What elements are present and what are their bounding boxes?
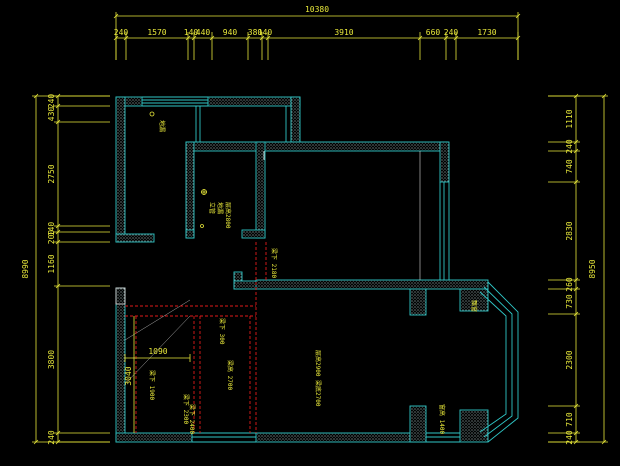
top-segment-label: 140: [184, 28, 199, 37]
right-segment-label: 240: [565, 139, 574, 154]
left-segment-label: 200: [47, 230, 56, 245]
bath-note-a: 立管: [208, 202, 216, 214]
living-height: 层高2900 梁底2700: [314, 350, 322, 407]
top-segment-label: 140: [258, 28, 273, 37]
column-d: [459, 409, 489, 443]
inner-dim-3040: 3040: [124, 366, 133, 385]
wall-bath-left: [185, 141, 195, 239]
top-segment-label: 240: [114, 28, 129, 37]
left-segment-label: 430: [47, 107, 56, 122]
left-segment-label: 240: [47, 430, 56, 445]
left-segment-label: 2750: [47, 164, 56, 183]
windows: [142, 96, 519, 443]
right-segment-labels: 1110 240 740 2830 260 730 2300 710 240: [565, 109, 574, 445]
wall-top-left-b: [207, 96, 301, 107]
top-segment-label: 240: [444, 28, 459, 37]
wall-bottom-a: [115, 432, 193, 443]
right-segment-label: 2830: [565, 221, 574, 240]
door-jamb-left: [115, 287, 126, 305]
wall-bottom-b: [255, 432, 427, 443]
right-segment-label: 260: [565, 277, 574, 292]
right-segment-label: 1110: [565, 109, 574, 128]
top-segment-label: 380: [248, 28, 263, 37]
wall-left-upper: [115, 96, 126, 243]
column-a: [409, 288, 427, 316]
left-segment-label: 240: [47, 94, 56, 109]
left-segment-label: 3800: [47, 350, 56, 369]
window-height: 窗高 1400: [438, 404, 446, 434]
bath-note-b: 地漏: [216, 202, 224, 214]
top-segment-label: 1730: [477, 28, 496, 37]
top-segment-label: 440: [196, 28, 211, 37]
bay-window-label: 飘窗: [470, 300, 478, 312]
left-total-label: 8990: [21, 259, 30, 278]
fixtures: [149, 111, 207, 228]
top-segment-label: 3910: [334, 28, 353, 37]
wall-middle-stub-b: [233, 280, 257, 290]
kitchen-note: 地漏: [158, 120, 166, 132]
walls: [115, 96, 489, 443]
top-segment-label: 660: [426, 28, 441, 37]
beam-dashed-lines: [125, 242, 267, 433]
wall-upper-middle: [185, 141, 449, 152]
inner-dimensions: [124, 316, 191, 433]
left-dimension-chain: [32, 93, 110, 445]
left-segment-label: 1160: [47, 254, 56, 273]
right-segment-label: 740: [565, 159, 574, 174]
wall-bath-stub-left: [185, 229, 195, 239]
right-segment-label: 710: [565, 412, 574, 427]
balcony-low: 梁下 2400: [188, 404, 196, 434]
wall-middle-horizontal: [255, 279, 489, 290]
wall-left-upper-stub: [115, 233, 155, 243]
top-segment-label: 1570: [147, 28, 166, 37]
column-c: [409, 405, 427, 443]
beam-label-d: 梁下 2300: [182, 394, 190, 424]
right-segment-label: 240: [565, 430, 574, 445]
column-b: [459, 288, 489, 312]
left-segment-label: 140: [47, 222, 56, 237]
beam-label-b: 梁高 2700: [226, 360, 234, 390]
wall-bath-stub-right: [241, 229, 266, 239]
wall-kitchen-right: [290, 96, 301, 143]
bath-drain-icon: [200, 224, 204, 228]
corridor-height: 梁下 2180: [270, 248, 278, 278]
wall-right-upper: [439, 141, 450, 183]
right-segment-label: 730: [565, 294, 574, 309]
room-labels: 地漏 立管 地漏 层高2800 梁下 2180 梁下 300 梁高 2700 梁…: [148, 120, 478, 434]
kitchen-drain-icon: [149, 111, 155, 117]
top-segment-label: 940: [223, 28, 238, 37]
top-total-label: 10380: [305, 5, 329, 14]
top-dimension-chain: [113, 12, 521, 60]
beam-label-c: 梁下 1900: [148, 370, 156, 400]
inner-dim-1090: 1090: [148, 347, 167, 356]
right-segment-label: 2300: [565, 350, 574, 369]
beam-label-a: 梁下 300: [218, 318, 226, 345]
bath-height: 层高2800: [224, 202, 232, 229]
right-dimension-chain: [548, 93, 608, 445]
right-total-label: 8950: [588, 259, 597, 278]
wall-left-lower: [115, 287, 126, 443]
